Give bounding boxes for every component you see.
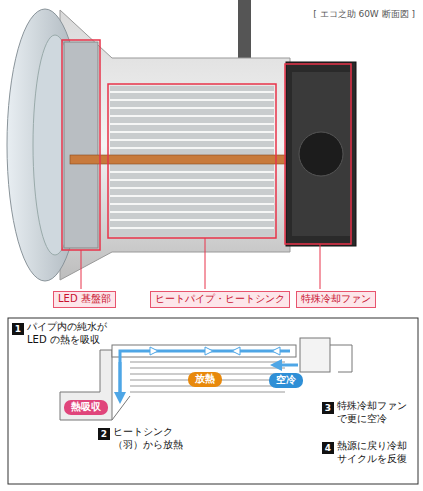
cooling-schematic-part-part <box>130 367 285 368</box>
photo-part <box>286 62 356 246</box>
callout-number: 2 <box>98 428 110 440</box>
node-text: 特殊冷却ファン <box>301 293 371 306</box>
photo-part-part <box>285 64 351 244</box>
photo-part-part <box>110 91 274 93</box>
cooling-schematic-part <box>330 345 352 372</box>
step-note: ヒートシンク （羽）から放熱 <box>113 426 187 451</box>
leader-lines <box>81 238 320 289</box>
cooling-schematic-part <box>8 318 418 484</box>
photo-part-part <box>108 84 276 238</box>
cooling-schematic-part-part <box>232 347 240 355</box>
photo-part <box>70 155 290 164</box>
photo-part-part <box>110 147 274 149</box>
process-badge: 空冷 <box>269 373 303 388</box>
cooling-schematic-part-part <box>130 391 285 392</box>
step-note: パイプ内の純水が LED の熱を吸収 <box>27 321 115 346</box>
photo-part <box>299 132 343 176</box>
cooling-schematic-part <box>150 347 280 355</box>
photo-part-part <box>110 203 274 205</box>
node-text: ヒートパイプ・ヒートシンク <box>155 293 285 306</box>
photo-part-part <box>110 115 274 117</box>
photo-part-part <box>110 211 274 213</box>
photo-part <box>64 42 98 248</box>
photo-part <box>238 0 251 62</box>
photo-part-part <box>110 219 274 221</box>
cooling-schematic-part <box>119 362 122 398</box>
callout-number: 3 <box>322 402 334 414</box>
photo-part-part <box>110 123 274 125</box>
cooling-schematic-part-part <box>150 347 158 355</box>
cooling-schematic <box>8 318 418 484</box>
figure-title: [ エコ之助 60W 断面図 ] <box>313 8 415 21</box>
cooling-schematic-part <box>112 396 130 420</box>
photo-part-part <box>110 179 274 181</box>
cooling-schematic-part-part <box>130 361 285 362</box>
cooling-schematic-part <box>300 338 330 372</box>
node-text: 空冷 <box>276 374 296 387</box>
leader-lines-part <box>320 244 321 289</box>
callout-number: 1 <box>12 323 24 335</box>
cooling-schematic-part-part <box>205 347 213 355</box>
step-note: 熱源に戻り冷却 サイクルを反復 <box>337 440 413 465</box>
cooling-schematic-part <box>130 362 285 392</box>
part-label: LED 基盤部 <box>53 291 116 308</box>
photo <box>0 0 423 285</box>
photo-part-part <box>110 171 274 173</box>
photo-part-part <box>110 107 274 109</box>
photo-part-part <box>110 139 274 141</box>
photo-part <box>60 10 290 280</box>
callout-number: 4 <box>322 442 334 454</box>
step-note: 特殊冷却ファン で更に空冷 <box>337 400 413 425</box>
cooling-schematic-part <box>120 351 290 395</box>
part-label: 特殊冷却ファン <box>296 291 376 308</box>
photo-part <box>292 72 350 236</box>
node-text: 放熱 <box>195 373 215 386</box>
leader-lines-part <box>81 250 82 289</box>
leader-lines-part <box>205 238 206 289</box>
cooling-schematic-part-part <box>272 347 280 355</box>
photo-part-part <box>110 131 274 133</box>
cooling-schematic-part <box>60 350 112 420</box>
photo-part <box>62 40 351 250</box>
node-text: LED 基盤部 <box>58 293 111 306</box>
part-label: ヒートパイプ・ヒートシンク <box>150 291 290 308</box>
cooling-schematic-part <box>276 364 298 367</box>
process-badge: 熱吸収 <box>64 400 108 415</box>
process-badge: 放熱 <box>188 372 222 387</box>
node-text: 熱吸収 <box>71 401 101 414</box>
photo-part-part <box>62 40 100 250</box>
photo-part-part <box>110 99 274 101</box>
photo-part-part <box>110 187 274 189</box>
photo-part <box>0 0 423 285</box>
photo-part-part <box>110 195 274 197</box>
photo-part-part <box>110 227 274 229</box>
